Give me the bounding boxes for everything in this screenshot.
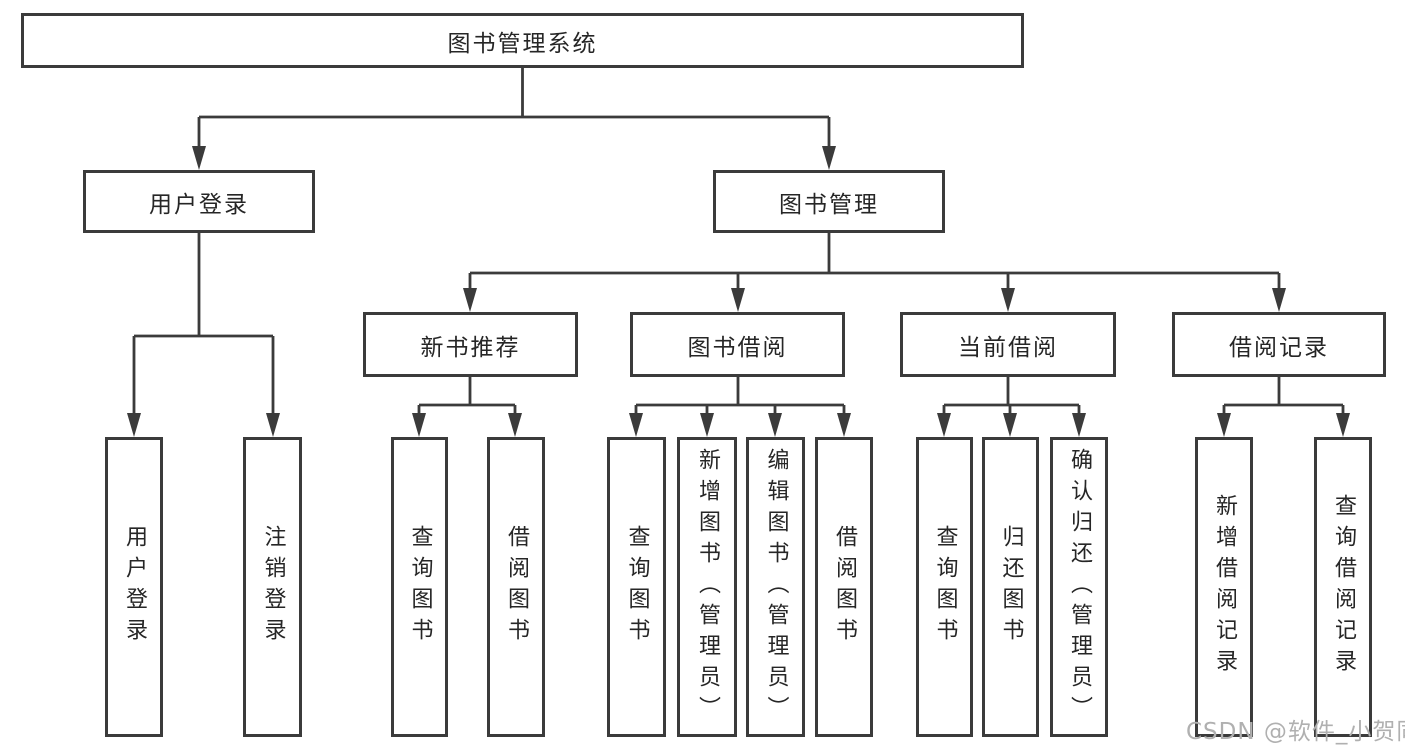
- node-book-borrow: 图书借阅: [630, 312, 845, 377]
- node-borrow-records-label: 借阅记录: [1229, 334, 1329, 361]
- node-root-system: 图书管理系统: [21, 13, 1024, 68]
- leaf-recommend-query-books: 查询图书: [391, 437, 448, 737]
- node-new-book-recommend-label: 新书推荐: [420, 334, 521, 361]
- leaf-recommend-borrow-books: 借阅图书: [487, 437, 545, 737]
- arrowheads: [127, 146, 1350, 437]
- leaf-current-query-books-label: 查询图书: [932, 525, 958, 649]
- leaf-borrow-add-books-admin: 新增图书（管理员）: [677, 437, 737, 737]
- node-book-management-label: 图书管理: [779, 191, 879, 218]
- leaf-user-login: 用户登录: [105, 437, 163, 737]
- leaf-borrow-query-books-label: 查询图书: [624, 525, 650, 649]
- csdn-watermark: CSDN @软件_小贺同学: [1186, 719, 1405, 745]
- leaf-borrow-borrow-books-label: 借阅图书: [832, 525, 857, 649]
- leaf-borrow-edit-books-admin: 编辑图书（管理员）: [746, 437, 805, 737]
- node-user-login: 用户登录: [83, 170, 315, 233]
- leaf-user-login-label: 用户登录: [122, 525, 147, 649]
- leaf-borrow-query-books: 查询图书: [607, 437, 666, 737]
- leaf-recommend-query-books-label: 查询图书: [407, 525, 433, 649]
- leaf-records-query-record-label: 查询借阅记录: [1331, 494, 1356, 680]
- leaf-borrow-add-books-admin-label: 新增图书（管理员）: [695, 447, 720, 727]
- node-current-borrow: 当前借阅: [900, 312, 1116, 377]
- leaf-records-add-record: 新增借阅记录: [1195, 437, 1253, 737]
- leaf-records-add-record-label: 新增借阅记录: [1212, 494, 1237, 680]
- node-new-book-recommend: 新书推荐: [363, 312, 578, 377]
- node-current-borrow-label: 当前借阅: [958, 334, 1058, 361]
- leaf-borrow-borrow-books: 借阅图书: [815, 437, 873, 737]
- node-user-login-label: 用户登录: [149, 191, 249, 218]
- leaf-records-query-record: 查询借阅记录: [1314, 437, 1372, 737]
- leaf-current-query-books: 查询图书: [916, 437, 973, 737]
- node-book-management: 图书管理: [713, 170, 945, 233]
- leaf-borrow-edit-books-admin-label: 编辑图书（管理员）: [763, 447, 789, 727]
- node-root-label: 图书管理系统: [447, 30, 598, 57]
- leaf-current-return-books: 归还图书: [982, 437, 1039, 737]
- node-borrow-records: 借阅记录: [1172, 312, 1386, 377]
- leaf-current-confirm-return-admin: 确认归还（管理员）: [1050, 437, 1108, 737]
- leaf-logout: 注销登录: [243, 437, 302, 737]
- leaf-recommend-borrow-books-label: 借阅图书: [504, 525, 529, 649]
- leaf-current-confirm-return-admin-label: 确认归还（管理员）: [1067, 447, 1092, 727]
- node-book-borrow-label: 图书借阅: [687, 334, 788, 361]
- leaf-logout-label: 注销登录: [260, 525, 286, 649]
- leaf-current-return-books-label: 归还图书: [998, 525, 1024, 649]
